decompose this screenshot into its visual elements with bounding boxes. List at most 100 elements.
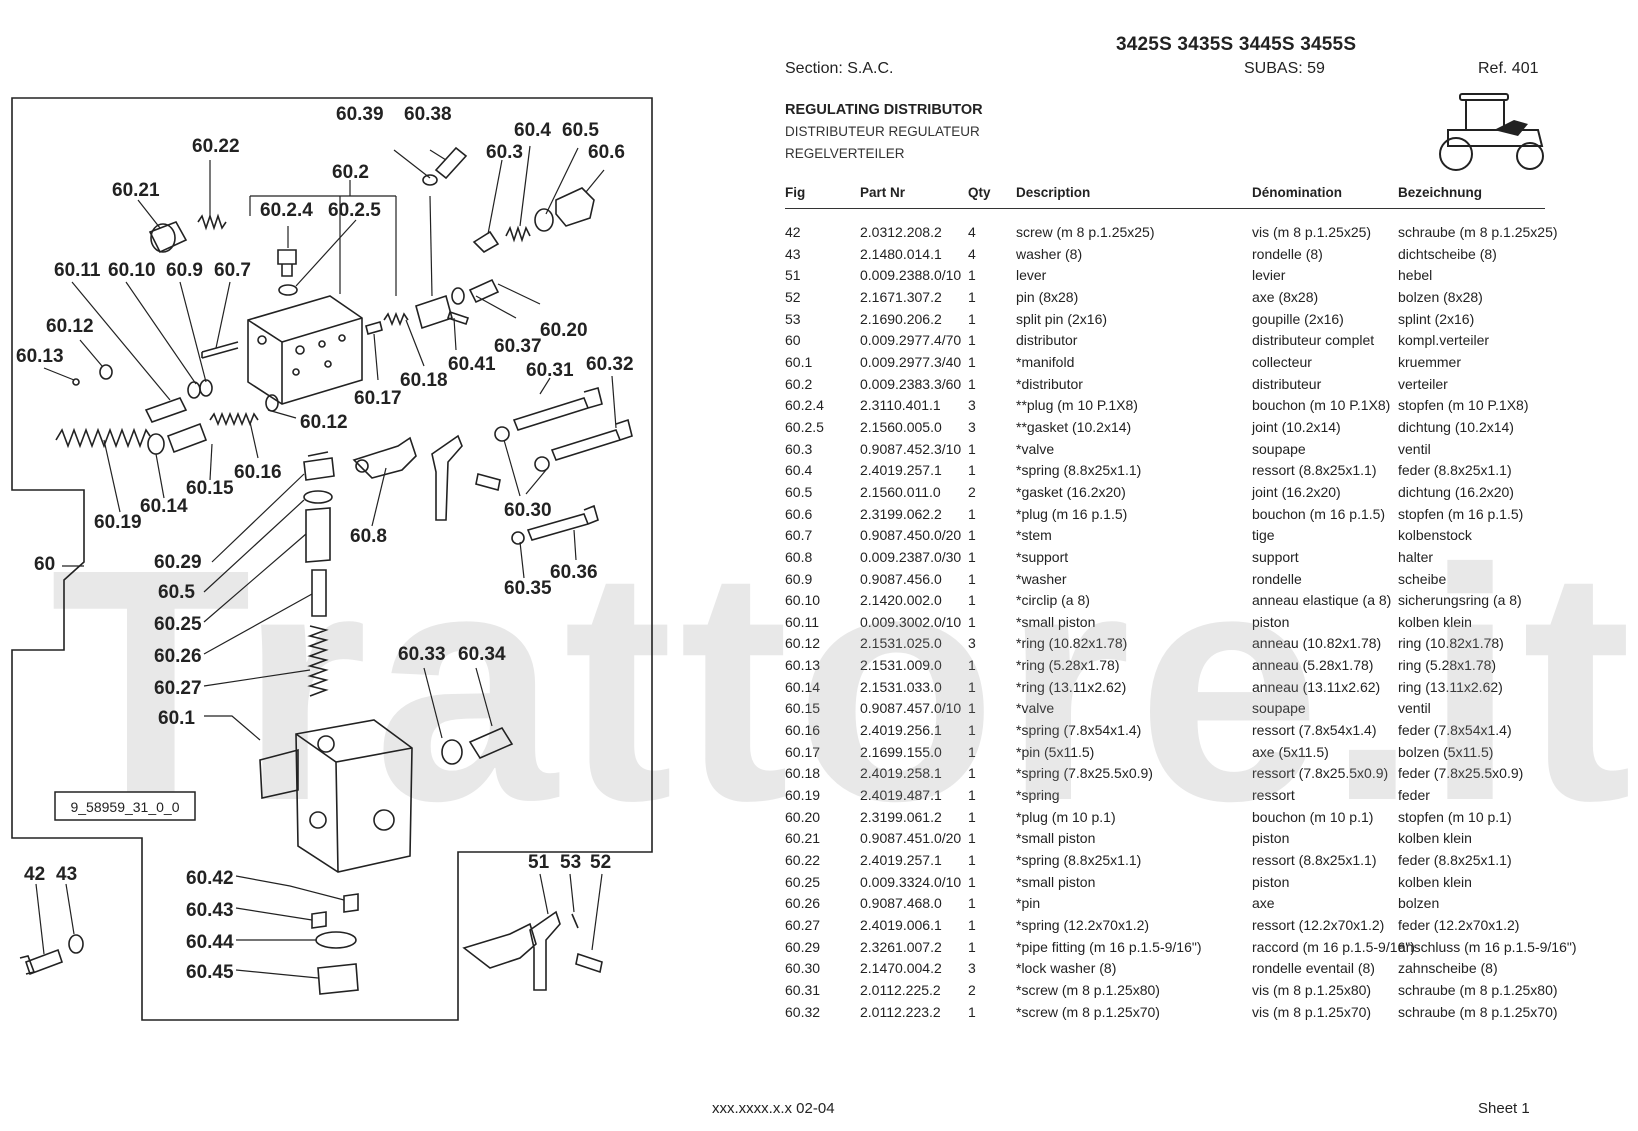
gasket-60-5 [534,208,554,232]
cell-bezeichnung: anschluss (m 16 p.1.5-9/16") [1398,938,1577,955]
cell-denomination: rondelle (8) [1252,245,1323,262]
title-english: REGULATING DISTRIBUTOR [785,102,983,118]
cell-denomination: axe (5x11.5) [1252,743,1329,760]
distributor-block [247,295,363,405]
label-60-1: 60.1 [158,708,195,729]
cell-fig: 60.2.5 [785,418,824,435]
cell-denomination: soupape [1252,700,1306,717]
cell-fig: 60.4 [785,462,813,479]
cell-fig: 60.22 [785,852,821,869]
cell-bezeichnung: stopfen (m 16 p.1.5) [1398,505,1524,522]
label-60-38: 60.38 [404,104,452,125]
plug-60-45 [317,963,359,995]
plug-60-42 [343,893,359,913]
label-60-10: 60.10 [108,260,156,281]
cell-fig: 60.7 [785,527,813,544]
cell-part-nr: 2.4019.257.1 [860,852,942,869]
label-60-2-4: 60.2.4 [260,200,313,221]
gasket-60-5b [303,490,333,504]
cell-fig: 60.27 [785,917,821,933]
label-52: 52 [590,852,611,873]
cell-denomination: goupille (2x16) [1252,310,1344,327]
plug-60-38 [434,146,468,180]
label-60-41: 60.41 [448,354,496,375]
cell-description: *ring (10.82x1.78) [1016,635,1128,652]
cell-bezeichnung: ring (10.82x1.78) [1398,635,1504,652]
cell-description: *stem [1016,527,1052,544]
cell-bezeichnung: feder (8.8x25x1.1) [1398,852,1512,869]
cell-fig: 60.2 [785,375,813,392]
cell-bezeichnung: ventil [1398,700,1431,717]
cell-fig: 60.16 [785,722,821,739]
cell-qty: 1 [968,722,976,739]
cell-denomination: ressort (7.8x54x1.4) [1252,722,1377,739]
label-60-36: 60.36 [550,562,598,583]
cell-denomination: axe [1252,895,1275,912]
cell-part-nr: 0.9087.456.0 [860,570,942,587]
cell-denomination: vis (m 8 p.1.25x25) [1252,224,1372,240]
cell-part-nr: 2.4019.006.1 [860,917,942,933]
cell-part-nr: 2.0312.208.2 [860,224,942,240]
cell-bezeichnung: dichtung (10.2x14) [1398,418,1514,435]
cell-part-nr: 2.3199.061.2 [860,808,942,825]
cell-qty: 1 [968,1003,976,1020]
cell-description: *screw (m 8 p.1.25x70) [1016,1003,1160,1020]
splitpin-53 [571,913,579,929]
cell-bezeichnung: dichtung (16.2x20) [1398,483,1514,500]
spring-60-27 [307,625,329,697]
cell-part-nr: 0.009.2388.0/10 [860,267,962,284]
cell-qty: 1 [968,678,976,695]
label-60-6: 60.6 [588,142,625,163]
cell-denomination: distributeur [1252,375,1322,392]
header-bezeichnung: Bezeichnung [1398,185,1483,200]
title-french: DISTRIBUTEUR REGULATEUR [785,124,980,139]
cell-description: washer (8) [1016,245,1083,262]
cell-part-nr: 2.4019.258.1 [860,765,942,782]
cell-qty: 1 [968,440,976,457]
cell-fig: 60.12 [785,635,821,652]
cell-description: distributor [1016,332,1078,349]
label-60-44: 60.44 [186,932,234,953]
cell-bezeichnung: halter [1398,548,1434,565]
cell-bezeichnung: kolben klein [1398,873,1472,890]
cell-fig: 60.9 [785,570,813,587]
cell-fig: 60 [785,332,801,349]
cell-part-nr: 2.1531.033.0 [860,678,942,695]
cell-bezeichnung: kruemmer [1398,353,1462,370]
label-60-39: 60.39 [336,104,384,125]
cell-fig: 60.10 [785,592,821,609]
cell-description: *manifold [1016,353,1075,370]
cell-part-nr: 2.4019.256.1 [860,722,942,739]
cell-fig: 51 [785,267,801,284]
spring-60-19 [55,427,151,449]
cell-description: *washer [1016,570,1067,587]
cell-bezeichnung: bolzen (8x28) [1398,288,1483,305]
cell-fig: 60.31 [785,981,821,998]
cell-denomination: axe (8x28) [1252,288,1319,305]
label-60: 60 [34,554,55,575]
cell-description: *ring (13.11x2.62) [1016,678,1127,695]
spring-60-16 [209,411,259,427]
leader-lines [35,145,617,979]
cell-description: *spring [1016,787,1060,804]
fitting-60-29 [303,451,335,481]
plug-60-2-4 [277,249,297,277]
cell-qty: 3 [968,960,976,977]
cell-description: **plug (m 10 P.1X8) [1016,397,1138,414]
cell-description: *pin (5x11.5) [1016,743,1095,760]
cell-part-nr: 2.1671.307.2 [860,288,942,305]
cell-description: *spring (7.8x25.5x0.9) [1016,765,1153,782]
label-60-5: 60.5 [562,120,599,141]
cell-part-nr: 2.1560.005.0 [860,418,942,435]
cell-part-nr: 0.9087.450.0/20 [860,527,962,544]
model-list: 3425S 3435S 3445S 3455S [1116,34,1357,55]
